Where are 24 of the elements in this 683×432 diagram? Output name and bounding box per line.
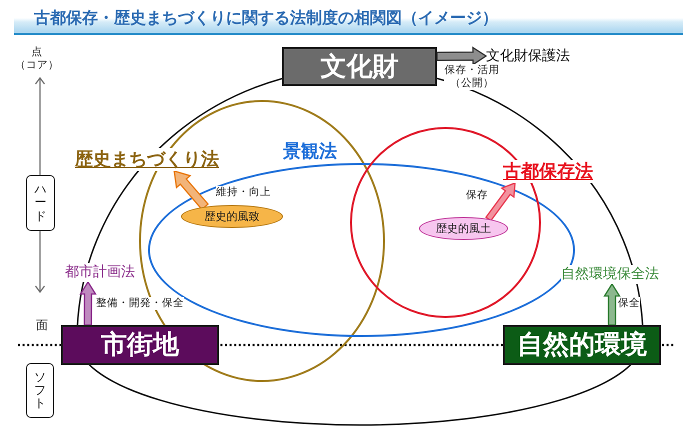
text-label: 景観法	[283, 143, 337, 162]
text-label: 点（コア）	[15, 46, 59, 72]
axis-tag: ソフト	[26, 363, 54, 418]
block-arrow	[485, 182, 516, 222]
law-name: 自然環境保全法	[561, 265, 661, 284]
text-label: 面	[36, 318, 48, 332]
edge-label: 保存・活用（公開）	[444, 64, 500, 90]
category-block: 文化財	[282, 47, 437, 86]
block-arrow	[603, 282, 621, 326]
category-block: 市街地	[61, 325, 219, 365]
diagram-title: 古都保存・歴史まちづくりに関する法制度の相関図（イメージ）	[34, 8, 498, 28]
edge-label: 維持・向上	[216, 186, 271, 200]
category-block: 自然的環境	[503, 325, 661, 365]
block-arrow	[436, 46, 488, 66]
law-name: 都市計画法	[65, 263, 137, 282]
edge-label: 保全	[618, 297, 640, 310]
edge-label: 保存	[466, 189, 488, 202]
edge-label: 整備・開発・保全	[96, 297, 184, 310]
block-arrow	[79, 280, 97, 326]
law-name: 文化財保護法	[486, 47, 572, 65]
oval-tag: 歴史的風致	[181, 205, 283, 228]
axis-tag: ハード	[26, 175, 55, 231]
block-arrow	[173, 170, 209, 210]
law-name: 古都保存法	[503, 160, 595, 183]
